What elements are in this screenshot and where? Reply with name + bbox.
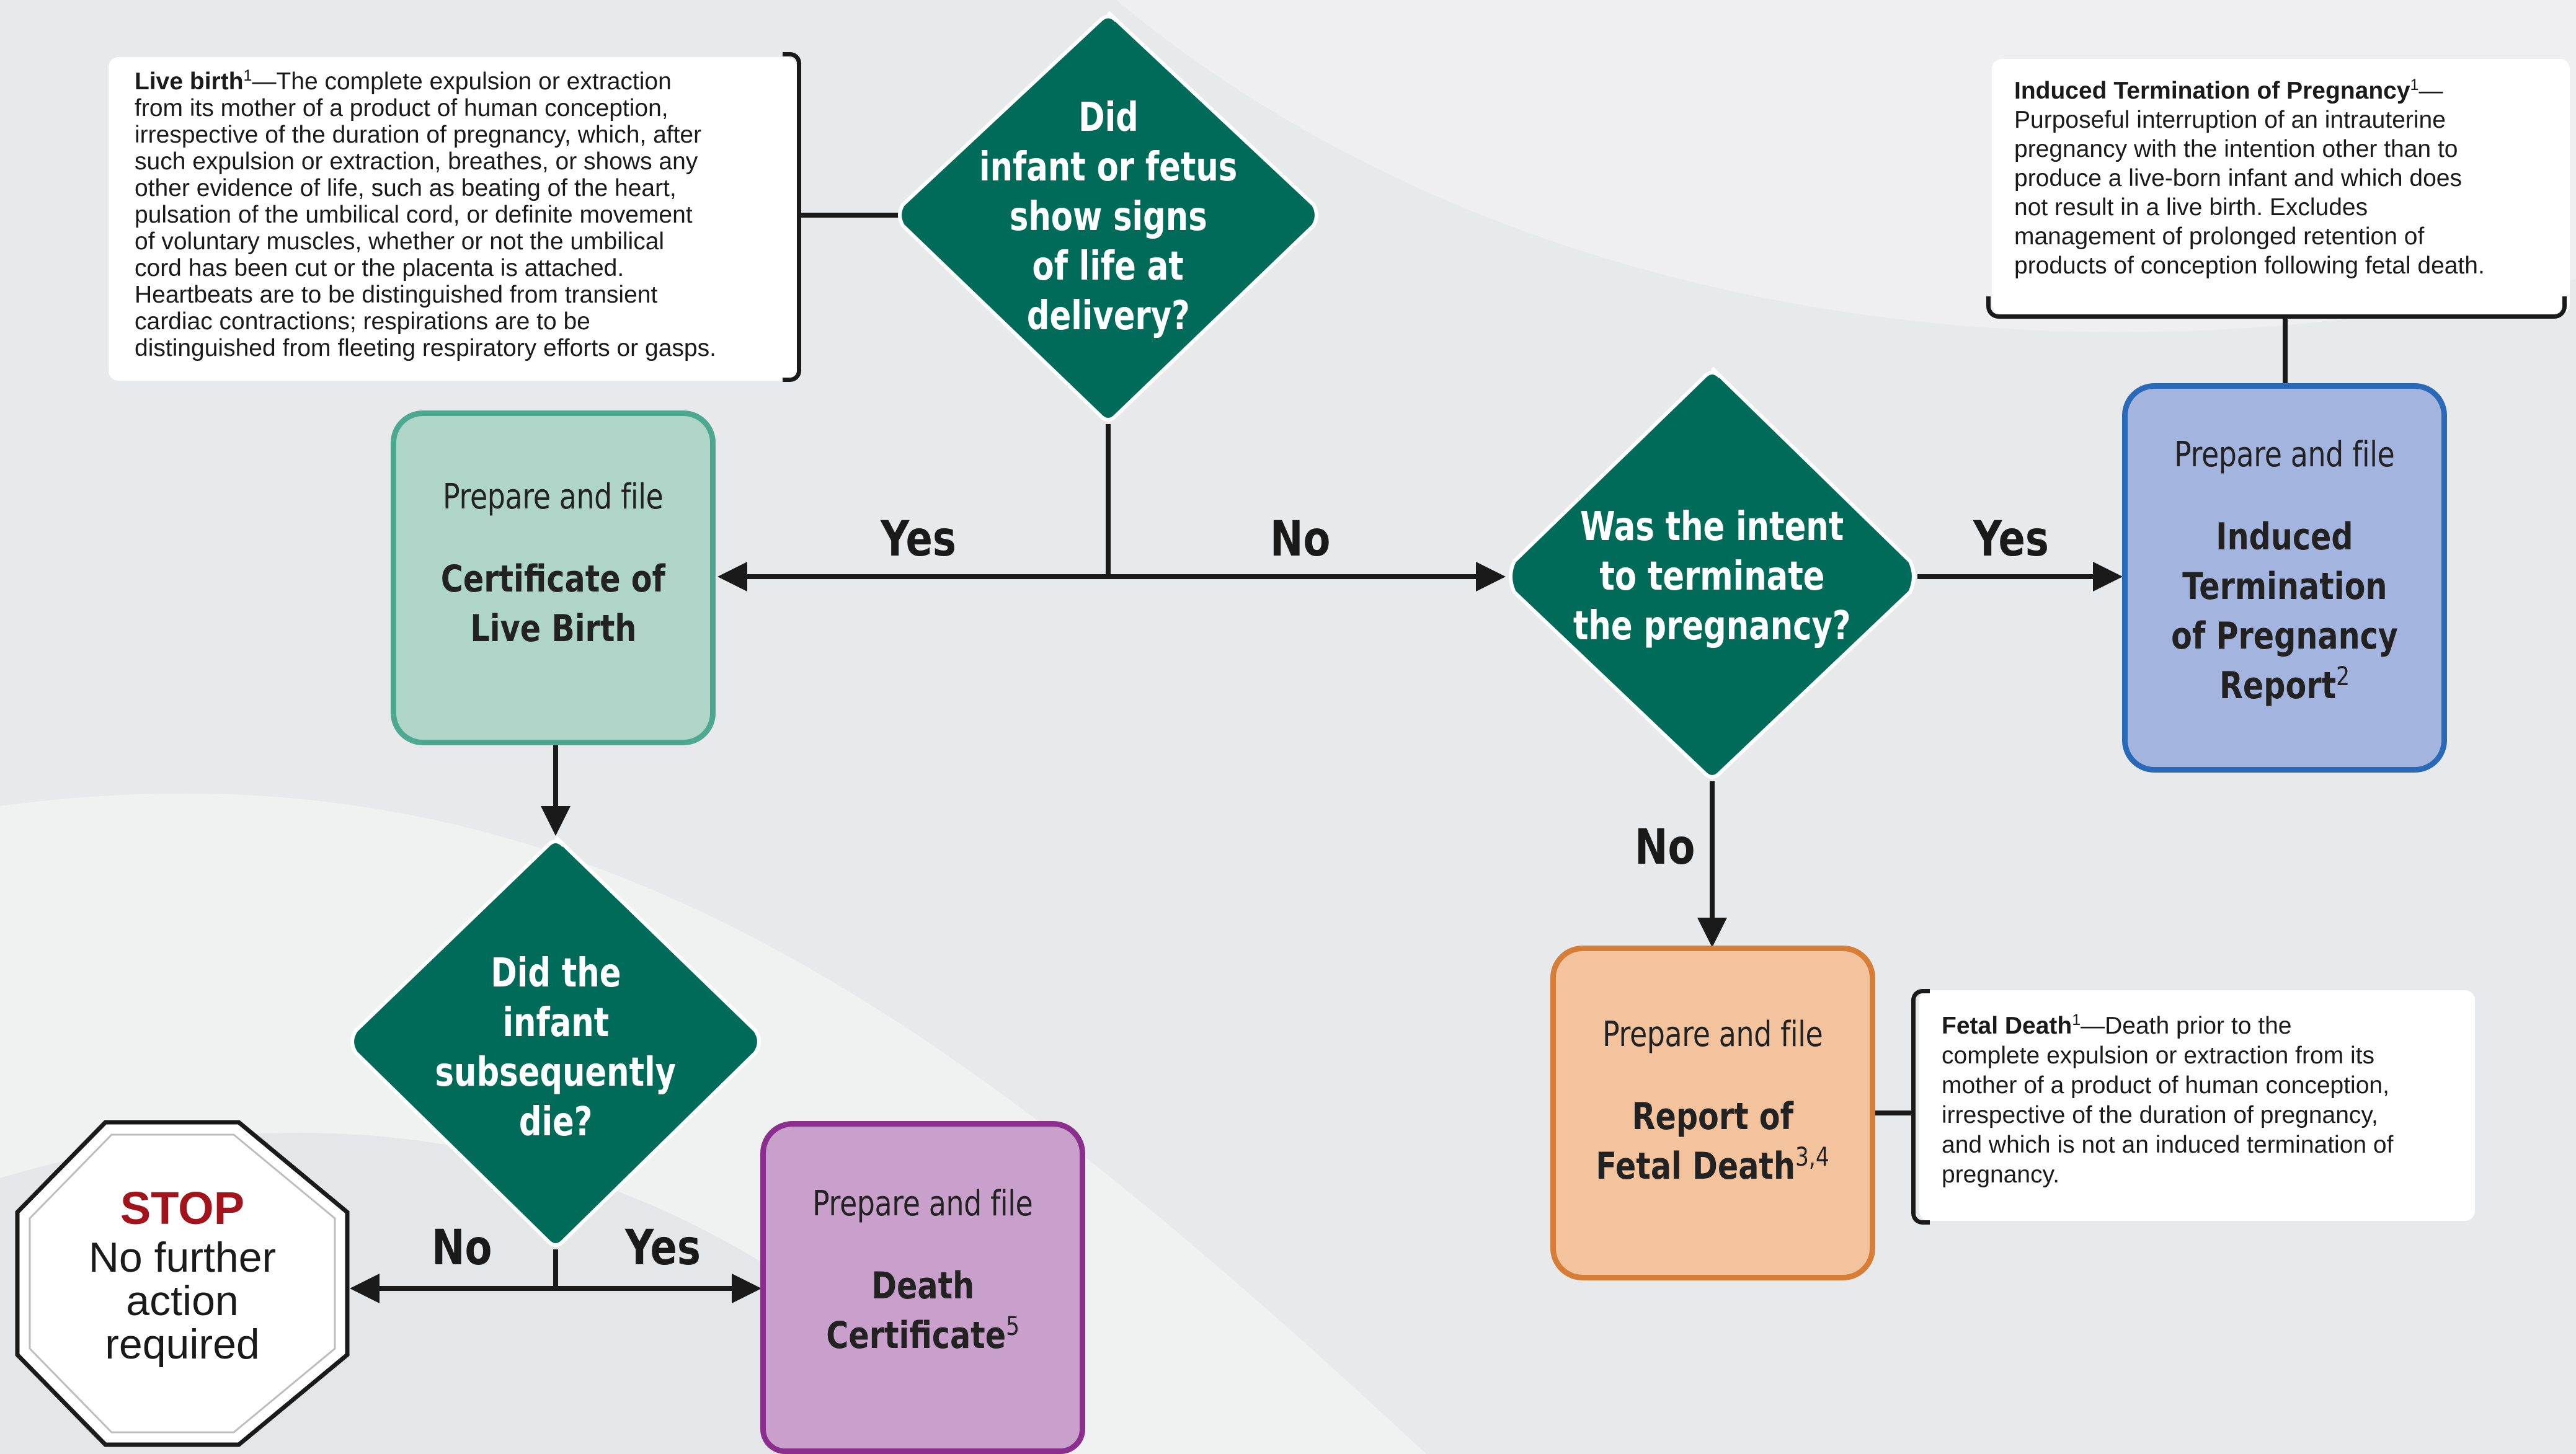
- fetal-death-line-1: complete expulsion or extraction from it…: [1942, 1042, 2374, 1069]
- itop-name-line-2: of Pregnancy: [2171, 614, 2398, 658]
- live-birth-line-7: cord has been cut or the placenta is att…: [135, 255, 624, 281]
- infant-die-line-2: subsequently: [435, 1050, 677, 1096]
- fetal-name-line-1-wrap: Fetal Death3,4: [1596, 1141, 1829, 1191]
- label-no-fetal-death: No: [1635, 820, 1695, 876]
- stop-sign-inner-ring: [29, 1133, 336, 1434]
- decision-intent: Was the intent to terminate the pregnanc…: [1539, 484, 1886, 670]
- infant-die-line-1: infant: [502, 1000, 609, 1046]
- live-birth-definition-heading: Live birth1—The complete expulsion or ex…: [135, 68, 783, 95]
- fetal-death-dash: —: [2081, 1013, 2105, 1039]
- live-birth-prep-label: Prepare and file: [443, 477, 664, 517]
- stop-line-0: No further: [88, 1234, 277, 1281]
- itop-name-line-3: Report: [2219, 664, 2337, 707]
- live-birth-name-line-0: Certificate of: [440, 557, 666, 601]
- live-birth-bracket: [783, 52, 801, 382]
- fetal-death-bracket: [1911, 989, 1930, 1225]
- death-name-line-1: Certificate: [826, 1314, 1006, 1357]
- live-birth-definition: Live birth1—The complete expulsion or ex…: [109, 57, 797, 381]
- live-birth-line-10: distinguished from fleeting respiratory …: [135, 335, 716, 361]
- live-birth-line-3: such expulsion or extraction, breathes, …: [135, 148, 698, 175]
- live-birth-line-9: cardiac contractions; respirations are t…: [135, 308, 590, 335]
- itop-dash: —: [2418, 78, 2443, 104]
- intent-line-0: Was the intent: [1580, 504, 1844, 550]
- decision-intent-shape: [1509, 366, 1916, 779]
- fetal-death-line-3: irrespective of the duration of pregnanc…: [1942, 1102, 2378, 1128]
- label-no-stop: No: [432, 1220, 492, 1276]
- certificate-of-live-birth-box: Prepare and file Certificate of Live Bir…: [391, 410, 716, 745]
- decision-infant-die-shape: [350, 835, 761, 1247]
- stop-sign: STOP No further action required: [30, 1181, 335, 1366]
- fetal-report-footnote: 3,4: [1795, 1141, 1830, 1172]
- live-birth-name-line-1: Live Birth: [470, 607, 636, 650]
- itop-line-1: pregnancy with the intention other than …: [2014, 136, 2458, 162]
- fetal-death-line-4: and which is not an induced termination …: [1942, 1132, 2394, 1158]
- live-birth-term: Live birth: [135, 68, 244, 95]
- signs-line-1: infant or fetus: [979, 144, 1238, 190]
- death-cert-footnote: 5: [1005, 1311, 1019, 1341]
- itop-bracket: [1986, 296, 2567, 319]
- fetal-death-term: Fetal Death: [1942, 1013, 2072, 1039]
- intent-line-1: to terminate: [1599, 554, 1825, 600]
- label-yes-death-cert: Yes: [625, 1220, 701, 1276]
- fetal-death-line-5: pregnancy.: [1942, 1161, 2060, 1188]
- signs-line-3: of life at: [1032, 244, 1184, 290]
- stop-title: STOP: [120, 1182, 245, 1234]
- signs-line-2: show signs: [1009, 194, 1207, 240]
- label-yes-live-birth: Yes: [881, 512, 956, 567]
- fetal-name-line-1: Fetal Death: [1596, 1145, 1796, 1188]
- itop-name-line-1: Termination: [2182, 565, 2387, 608]
- decision-signs-of-life-shape: [898, 11, 1318, 422]
- death-name-line-1-wrap: Certificate5: [826, 1311, 1019, 1360]
- stop-sign-shape: [15, 1120, 350, 1447]
- intent-line-2: the pregnancy?: [1573, 603, 1851, 649]
- itop-report-footnote: 2: [2336, 661, 2350, 691]
- fetal-death-footnote: 1: [2072, 1011, 2081, 1029]
- fetal-death-line-2: mother of a product of human conception,: [1942, 1072, 2389, 1099]
- itop-definition: Induced Termination of Pregnancy1— Purpo…: [1992, 59, 2570, 314]
- live-birth-line-6: of voluntary muscles, whether or not the…: [135, 228, 665, 255]
- decision-infant-die: Did the infant subsequently die?: [394, 942, 717, 1153]
- live-birth-dash: —: [252, 68, 277, 95]
- death-certificate-box: Prepare and file Death Certificate5: [760, 1121, 1085, 1454]
- live-birth-line-5: pulsation of the umbilical cord, or defi…: [135, 202, 693, 228]
- fetal-name-line-0: Report of: [1632, 1095, 1794, 1138]
- connectors: [350, 213, 2288, 1303]
- label-no-intent: No: [1270, 512, 1331, 567]
- infant-die-line-3: die?: [518, 1099, 593, 1145]
- fetal-death-definition-heading: Fetal Death1—Death prior to the: [1942, 1011, 2463, 1040]
- itop-line-5: products of conception following fetal d…: [2014, 252, 2485, 279]
- itop-definition-heading: Induced Termination of Pregnancy1—: [2014, 76, 2557, 105]
- live-birth-line-4: other evidence of life, such as beating …: [135, 175, 677, 202]
- itop-name-line-0: Induced: [2216, 515, 2353, 559]
- label-yes-itop: Yes: [1973, 512, 2049, 567]
- fetal-death-definition: Fetal Death1—Death prior to the complete…: [1919, 990, 2475, 1221]
- fetal-prep-label: Prepare and file: [1602, 1014, 1823, 1055]
- stop-line-1: action: [126, 1277, 239, 1324]
- fetal-death-line-0: Death prior to the: [2105, 1013, 2292, 1039]
- itop-line-0: Purposeful interruption of an intrauteri…: [2014, 107, 2446, 133]
- decision-signs-of-life: Did infant or fetus show signs of life a…: [953, 87, 1263, 347]
- live-birth-line-8: Heartbeats are to be distinguished from …: [135, 281, 658, 308]
- itop-line-2: produce a live-born infant and which doe…: [2014, 165, 2462, 192]
- signs-line-0: Did: [1078, 95, 1139, 141]
- itop-line-4: management of prolonged retention of: [2014, 223, 2425, 250]
- itop-name-line-3-wrap: Report2: [2219, 661, 2350, 711]
- live-birth-line-2: irrespective of the duration of pregnanc…: [135, 122, 702, 148]
- infant-die-line-0: Did the: [490, 951, 621, 996]
- itop-line-3: not result in a live birth. Excludes: [2014, 194, 2368, 221]
- death-name-line-0: Death: [871, 1264, 974, 1308]
- live-birth-footnote: 1: [243, 67, 252, 84]
- itop-prep-label: Prepare and file: [2174, 435, 2395, 475]
- itop-term: Induced Termination of Pregnancy: [2014, 78, 2410, 104]
- death-prep-label: Prepare and file: [812, 1184, 1033, 1224]
- live-birth-line-0: The complete expulsion or extraction: [276, 68, 672, 95]
- report-of-fetal-death-box: Prepare and file Report of Fetal Death3,…: [1550, 946, 1875, 1280]
- stop-line-2: required: [105, 1321, 260, 1368]
- induced-termination-report-box: Prepare and file Induced Termination of …: [2122, 383, 2447, 773]
- signs-line-4: delivery?: [1026, 293, 1190, 339]
- itop-footnote: 1: [2410, 76, 2419, 94]
- live-birth-line-1: from its mother of a product of human co…: [135, 95, 668, 122]
